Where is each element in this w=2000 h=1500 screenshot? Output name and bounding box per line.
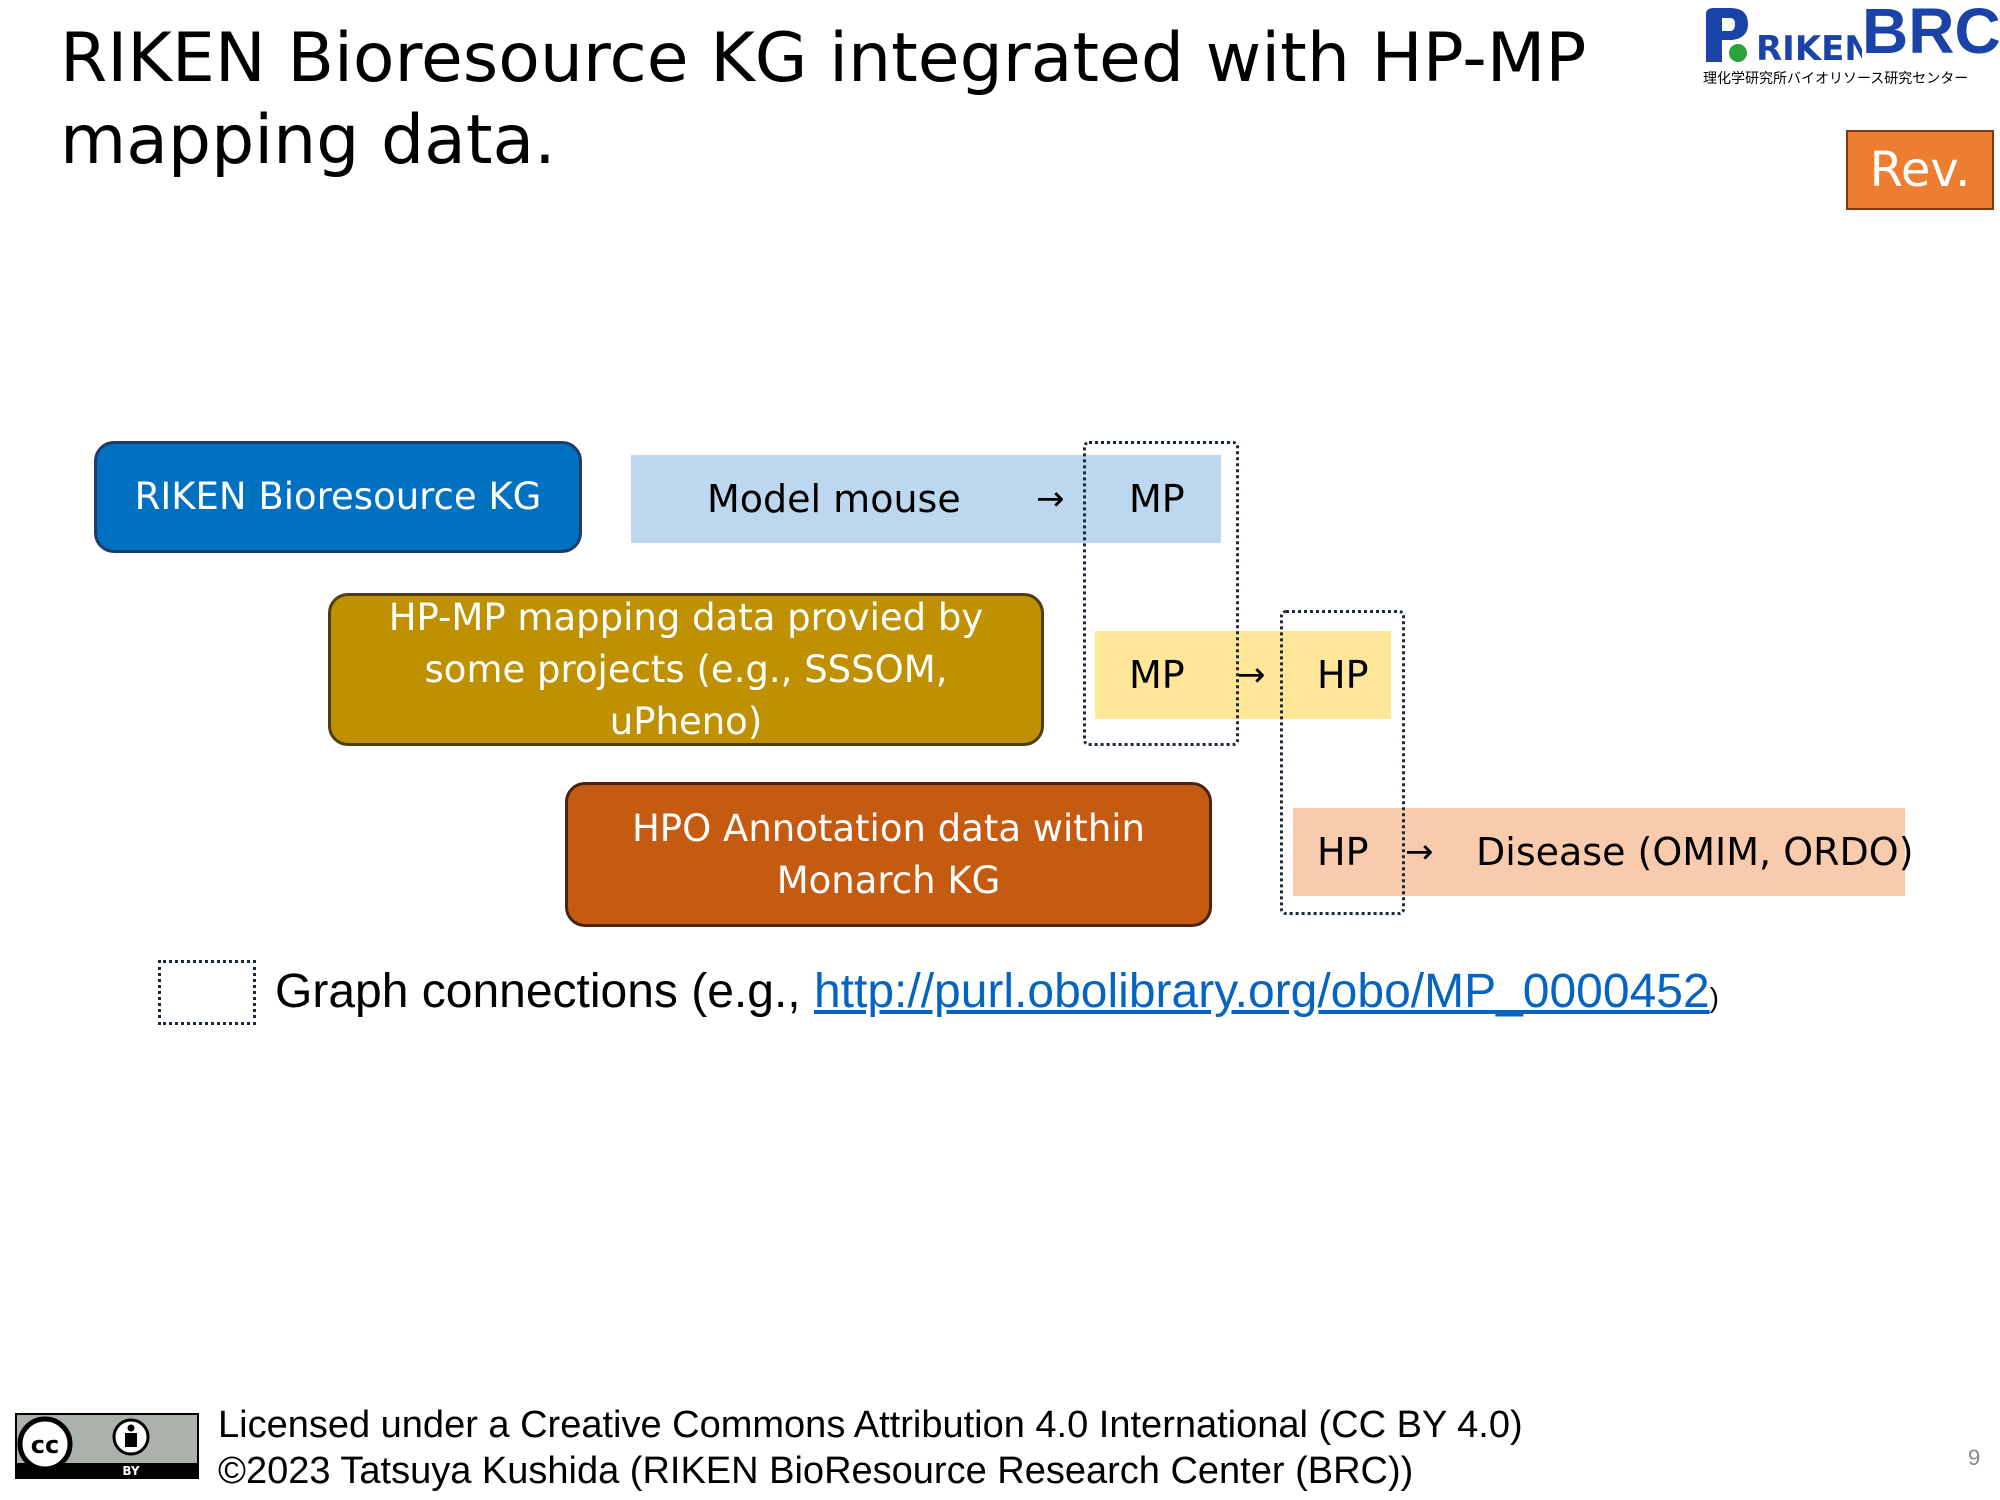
slide-title: RIKEN Bioresource KG integrated with HP-…	[60, 19, 1587, 180]
revision-badge: Rev.	[1846, 130, 1994, 210]
legend-suffix: )	[1709, 982, 1719, 1013]
copyright-text: ©2023 Tatsuya Kushida (RIKEN BioResource…	[218, 1450, 1414, 1492]
model-mouse-label: Model mouse	[707, 477, 961, 521]
hpmp-mapping-box: HP-MP mapping data provied by some proje…	[328, 593, 1044, 746]
page-number: 9	[1968, 1445, 1981, 1470]
brc-logo-text: BRC	[1862, 0, 2000, 67]
hp-disease-band: HP → Disease (OMIM, ORDO)	[1293, 808, 1914, 896]
cc-by-badge: cc BY	[15, 1413, 199, 1479]
svg-text:BY: BY	[122, 1464, 139, 1478]
logo-subtitle: 理化学研究所バイオリソース研究センター	[1703, 71, 1969, 87]
hpo-annotation-box: HPO Annotation data within Monarch KG	[565, 782, 1212, 927]
disease-label: Disease (OMIM, ORDO)	[1476, 830, 1914, 874]
legend-dotted-swatch	[158, 960, 256, 1025]
license-text: Licensed under a Creative Commons Attrib…	[218, 1404, 1523, 1446]
legend-text: Graph connections (e.g., http://purl.obo…	[275, 962, 1719, 1028]
arrow-icon: →	[1405, 832, 1434, 872]
svg-text:cc: cc	[31, 1431, 59, 1459]
hp-label: HP	[1317, 653, 1369, 697]
mp-connection-outline	[1083, 441, 1239, 746]
riken-logo-mark: RIKEN	[1706, 8, 1862, 66]
riken-kg-box: RIKEN Bioresource KG	[94, 441, 582, 553]
legend-prefix: Graph connections (e.g.,	[275, 965, 814, 1018]
arrow-icon: →	[1237, 655, 1266, 695]
hp-label: HP	[1317, 830, 1369, 874]
cc-icon	[17, 1416, 73, 1472]
hpmp-mapping-label: HP-MP mapping data provied by some proje…	[388, 595, 984, 743]
mp-example-link[interactable]: http://purl.obolibrary.org/obo/MP_000045…	[813, 965, 1710, 1018]
riken-brc-logo: RIKEN BRC 理化学研究所バイオリソース研究センター	[1700, 0, 2000, 90]
mp-label: MP	[1129, 477, 1185, 521]
mouse-mp-band: Model mouse → MP	[631, 455, 1221, 543]
svg-text:RIKEN: RIKEN	[1756, 29, 1862, 66]
hp-connection-outline	[1280, 610, 1405, 915]
mp-hp-band: MP → HP	[1095, 631, 1391, 719]
mp-label: MP	[1129, 653, 1185, 697]
arrow-icon: →	[1036, 479, 1065, 519]
hpo-annotation-label: HPO Annotation data within Monarch KG	[631, 806, 1145, 902]
